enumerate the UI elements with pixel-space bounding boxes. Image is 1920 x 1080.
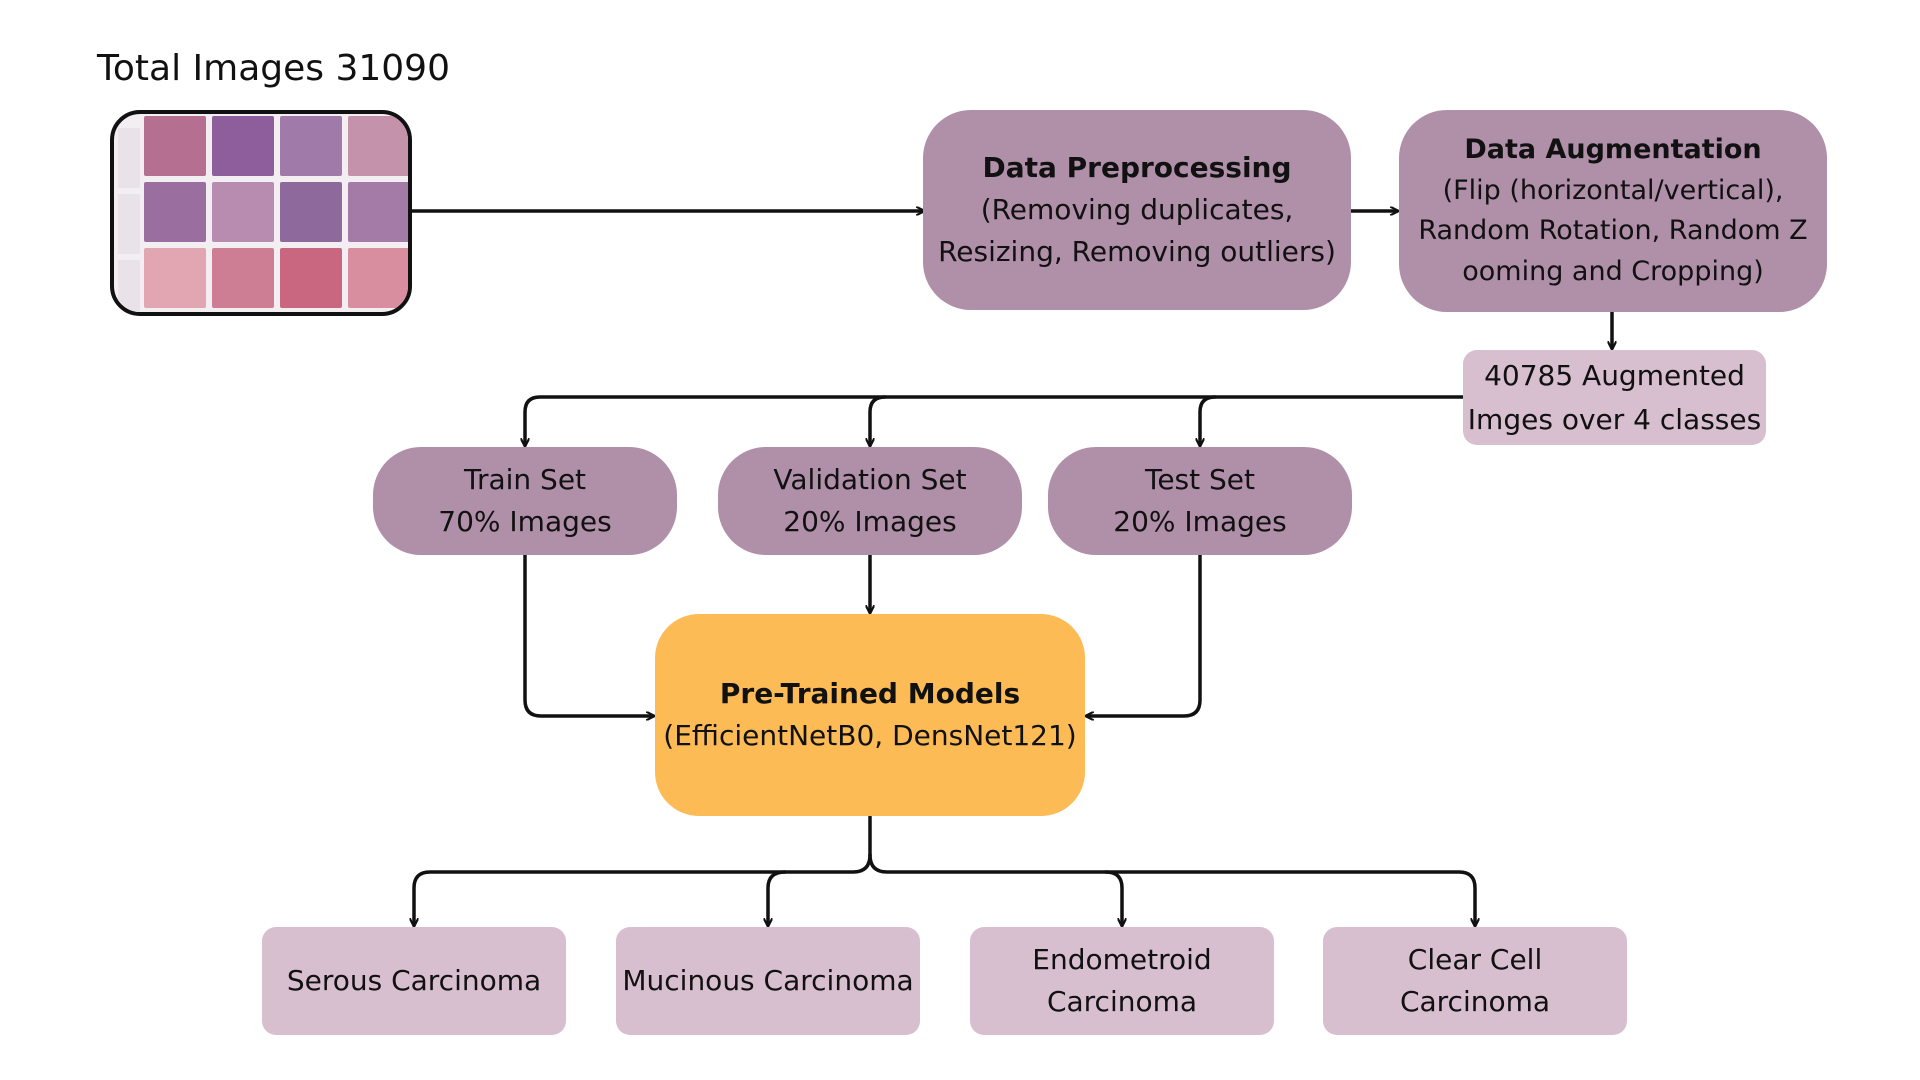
arrow-count-to-test — [1200, 395, 1217, 445]
test-set-percent: 20% Images — [1113, 505, 1287, 538]
arrow-count-to-train — [525, 395, 1465, 445]
validation-set-percent: 20% Images — [783, 505, 957, 538]
arrow-count-to-validation — [870, 395, 887, 445]
validation-set-label: Validation Set — [773, 463, 967, 496]
test-set-label: Test Set — [1144, 463, 1256, 496]
validation-set-box: Validation Set 20% Images — [718, 447, 1022, 555]
total-images-title: Total Images 31090 — [97, 48, 450, 89]
preprocessing-detail-line: (Removing duplicates, — [980, 193, 1294, 226]
augmented-count-box: 40785 Augmented Imges over 4 classes — [1463, 350, 1766, 445]
class-serous-box: Serous Carcinoma — [262, 927, 566, 1035]
arrow-train-to-models — [523, 553, 653, 716]
augmented-count-line: 40785 Augmented — [1484, 359, 1745, 393]
models-subtitle: (EfficientNetB0, DensNet121) — [663, 719, 1077, 752]
augmentation-detail-line: Random Rotation, Random Z — [1418, 215, 1808, 246]
data-preprocessing-box: Data Preprocessing (Removing duplicates,… — [923, 110, 1351, 310]
models-title: Pre-Trained Models — [719, 677, 1021, 710]
pretrained-models-box: Pre-Trained Models (EfficientNetB0, Dens… — [655, 614, 1085, 816]
train-set-label: Train Set — [463, 463, 587, 496]
class-label: Endometroid — [1032, 943, 1212, 976]
train-set-percent: 70% Images — [438, 505, 612, 538]
data-augmentation-box: Data Augmentation (Flip (horizontal/vert… — [1399, 110, 1827, 312]
class-label: Clear Cell — [1407, 943, 1543, 976]
histology-image-grid-icon — [110, 110, 412, 316]
preprocessing-detail-line: Resizing, Removing outliers) — [938, 235, 1336, 268]
test-set-box: Test Set 20% Images — [1048, 447, 1352, 555]
arrow-models-to-endometroid — [868, 853, 1122, 925]
preprocessing-title: Data Preprocessing — [982, 151, 1292, 184]
class-endometroid-box: Endometroid Carcinoma — [970, 927, 1274, 1035]
class-label: Mucinous Carcinoma — [622, 964, 914, 997]
train-set-box: Train Set 70% Images — [373, 447, 677, 555]
arrow-test-to-models — [1087, 553, 1202, 716]
class-clearcell-box: Clear Cell Carcinoma — [1323, 927, 1627, 1035]
augmentation-detail-line: ooming and Cropping) — [1462, 255, 1764, 287]
arrow-models-to-mucinous — [768, 870, 787, 925]
arrow-models-to-serous — [414, 853, 872, 925]
class-label: Carcinoma — [1046, 985, 1198, 1018]
class-label: Serous Carcinoma — [286, 964, 542, 997]
augmentation-title: Data Augmentation — [1464, 134, 1762, 165]
class-mucinous-box: Mucinous Carcinoma — [616, 927, 920, 1035]
class-label: Carcinoma — [1399, 985, 1551, 1018]
augmentation-detail-line: (Flip (horizontal/vertical), — [1442, 174, 1784, 206]
augmented-count-line: Imges over 4 classes — [1467, 402, 1762, 436]
arrow-models-to-clearcell — [1104, 870, 1475, 925]
